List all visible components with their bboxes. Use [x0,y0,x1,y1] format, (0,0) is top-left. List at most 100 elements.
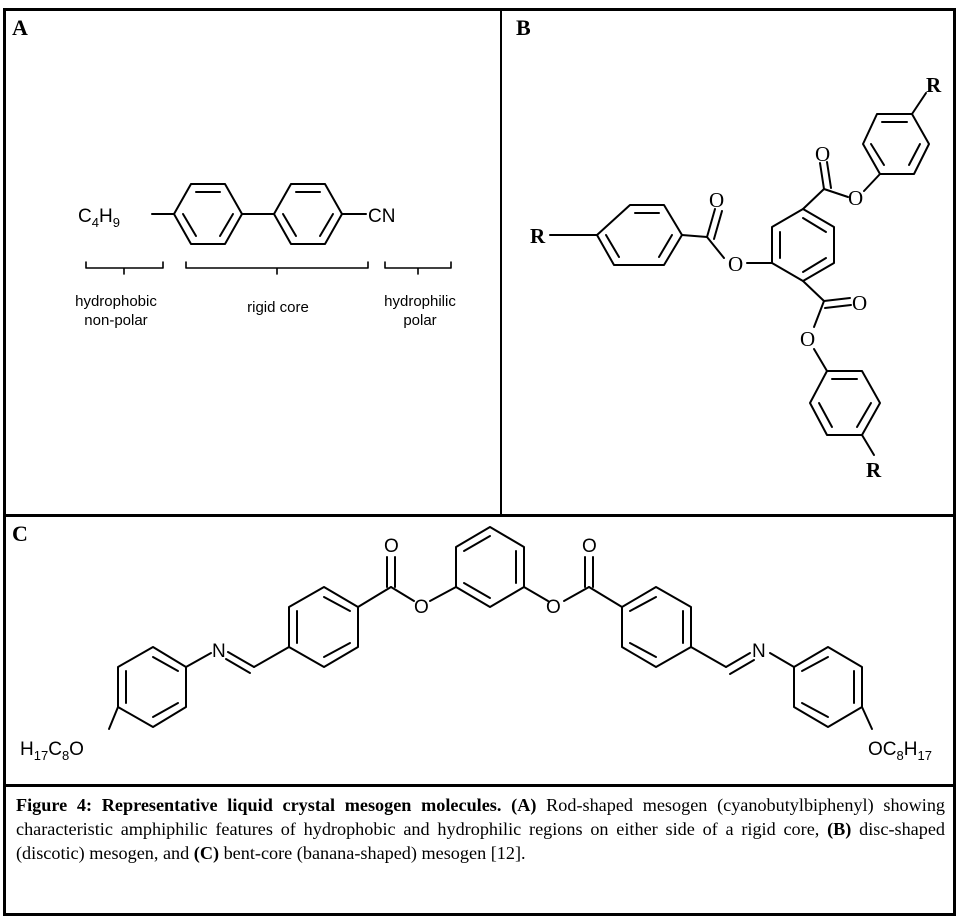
region-hydrophilic-line2: polar [403,312,436,329]
imine-bond [253,646,290,668]
alkyl-chain-label: C4H9 [78,206,120,230]
right-imine-nitrogen: N [752,641,766,662]
panel-a-label: A [12,15,28,40]
ring-2-double-bond [282,213,297,237]
ester-bond [863,173,881,192]
right-inner-phenyl-ring [621,586,692,668]
imine-bond [769,652,795,668]
ring-double-bond [908,143,921,166]
ester-oxygen-label: O [848,186,863,210]
rod-mesogen-structure: C4H9 CN hydrophobic non-polar rigid core [75,183,456,329]
ring-double-bond [629,596,657,612]
caption-text-a: Rod-shaped mesogen (cyanobutylbiphenyl) … [16,795,946,839]
figure-frame: A C4H9 CN hydrophobic non-polar [3,8,956,916]
ring-1-double-bond [219,213,234,237]
central-phenyl-ring [455,526,525,608]
left-ester-oxygen: O [414,597,429,618]
panel-c: C H17C8O N O O [6,514,953,784]
panel-b: B O O R O [502,11,953,514]
imine-double-bond [225,658,251,674]
ring-double-bond [801,656,829,672]
ring-double-bond [152,702,179,718]
carbonyl-oxygen-label: O [852,291,867,315]
hydrophobic-bracket [85,261,164,275]
imine-bond [690,646,727,668]
ester-bond [706,236,725,259]
lower-right-phenyl-ring [809,370,881,436]
left-imine-nitrogen: N [212,641,226,662]
panel-b-label: B [516,15,531,40]
ring-double-bond [463,582,491,599]
ester-oxygen-label: O [728,252,743,276]
right-alkoxy-label: OC8H17 [868,739,932,763]
ring-double-bond [152,656,179,672]
caption-title: Figure 4: Representative liquid crystal … [16,795,502,815]
carbonyl-oxygen-label: O [815,142,830,166]
right-carbonyl-oxygen: O [582,536,597,557]
ring-double-bond [323,642,351,658]
bent-core-mesogen-structure: H17C8O N O O O [20,526,932,763]
left-carbonyl-oxygen: O [384,536,399,557]
carbonyl-bond [826,161,832,189]
ester-bond [523,586,549,602]
ester-bond [563,586,590,602]
caption-tag-b: (B) [827,819,852,839]
ester-bond [802,188,825,210]
discotic-mesogen-structure: O O R O O R [530,73,942,482]
r-group-label: R [530,224,546,248]
region-hydrophobic-line2: non-polar [84,312,147,329]
carbonyl-bond [819,162,825,190]
imine-double-bond [729,659,755,675]
ester-bond [681,234,708,238]
carbonyl-bond [824,304,852,309]
caption-text: Figure 4: Representative liquid crystal … [16,793,945,865]
central-ring-double-bond [802,257,827,273]
ring-2-double-bond [319,213,334,237]
carbonyl-bond [706,208,716,238]
region-rigid-core: rigid core [247,299,309,316]
hydrophilic-bracket [384,261,452,275]
region-hydrophilic-line1: hydrophilic [384,293,456,310]
central-ring-double-bond [802,217,827,233]
ring-double-bond [323,596,351,612]
figure-caption: Figure 4: Representative liquid crystal … [6,784,953,913]
ring-double-bond [801,702,829,718]
ring-double-bond [463,535,491,552]
carbonyl-bond [823,297,851,302]
r-group-label: R [866,458,882,482]
ring-double-bond [629,642,657,658]
right-ester-oxygen: O [546,597,561,618]
nitrile-label: CN [368,206,395,227]
ring-double-bond [870,143,885,166]
ester-bond [429,586,457,602]
imine-double-bond [725,652,751,668]
caption-tag-c: (C) [193,843,220,863]
caption-text-b: disc-shaped (discotic) mesogen, and [16,819,945,863]
carbonyl-oxygen-label: O [709,188,724,212]
imine-double-bond [227,651,255,668]
region-hydrophobic-line1: hydrophobic [75,293,157,310]
ester-bond [357,586,392,608]
panel-c-label: C [12,521,28,546]
carbonyl-bond [713,210,723,240]
r-group-label: R [926,73,942,97]
ester-bond [823,188,849,198]
ester-bond [588,586,623,608]
central-benzene-ring [771,208,835,282]
ring-double-bond [818,402,833,428]
ester-bond [813,348,828,372]
ring-double-bond [658,234,673,258]
ring-double-bond [605,234,620,258]
alkoxy-bond [861,706,873,730]
rigid-core-bracket [185,261,369,275]
panel-a: A C4H9 CN hydrophobic non-polar [6,11,502,514]
ring-1-double-bond [182,213,197,237]
ester-bond [813,300,825,328]
ester-bond [390,586,415,602]
ring-double-bond [856,402,872,428]
ester-oxygen-label: O [800,327,815,351]
left-inner-phenyl-ring [288,586,359,668]
right-terminal-phenyl-ring [793,646,863,728]
r-group-bond [861,434,875,456]
left-alkoxy-label: H17C8O [20,739,84,763]
